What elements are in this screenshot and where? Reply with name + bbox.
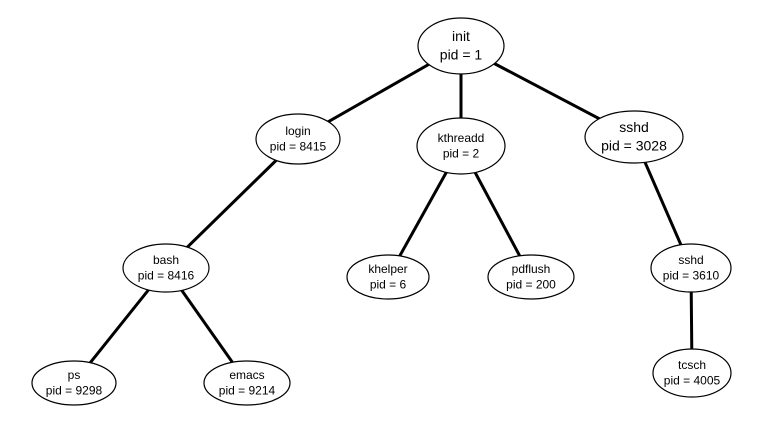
node-pid: pid = 200 bbox=[506, 277, 556, 291]
node-name: khelper bbox=[368, 262, 407, 276]
node-name: login bbox=[285, 124, 310, 138]
node-ellipse bbox=[255, 113, 341, 165]
node-name: sshd bbox=[678, 253, 703, 267]
node-init: init pid = 1 bbox=[417, 17, 505, 75]
node-ellipse bbox=[31, 360, 117, 406]
node-ellipse bbox=[487, 254, 575, 300]
node-ellipse bbox=[346, 254, 430, 300]
node-name: tcsch bbox=[678, 358, 706, 372]
node-name: bash bbox=[153, 253, 179, 267]
node-pid: pid = 9214 bbox=[219, 383, 276, 397]
node-name: ps bbox=[68, 368, 81, 382]
node-ellipse bbox=[416, 117, 506, 175]
node-name: sshd bbox=[619, 119, 649, 135]
node-ellipse bbox=[652, 348, 732, 398]
node-pid: pid = 8416 bbox=[138, 268, 195, 282]
node-ellipse bbox=[122, 243, 210, 293]
node-ellipse bbox=[417, 17, 505, 75]
node-name: pdflush bbox=[512, 262, 551, 276]
node-pid: pid = 8415 bbox=[270, 139, 327, 153]
node-sshd1: sshd pid = 3028 bbox=[584, 110, 684, 164]
node-pid: pid = 2 bbox=[443, 146, 480, 160]
node-pid: pid = 4005 bbox=[664, 373, 721, 387]
node-name: init bbox=[452, 28, 470, 44]
node-pid: pid = 1 bbox=[440, 46, 483, 62]
node-pid: pid = 9298 bbox=[46, 383, 103, 397]
node-ellipse bbox=[203, 360, 291, 406]
node-pid: pid = 3028 bbox=[601, 137, 667, 153]
node-name: kthreadd bbox=[438, 131, 485, 145]
node-pid: pid = 6 bbox=[370, 277, 407, 291]
edges bbox=[72, 44, 694, 384]
node-ellipse bbox=[584, 110, 684, 164]
node-name: emacs bbox=[229, 368, 264, 382]
node-pid: pid = 3610 bbox=[663, 268, 720, 282]
node-ellipse bbox=[650, 243, 732, 293]
